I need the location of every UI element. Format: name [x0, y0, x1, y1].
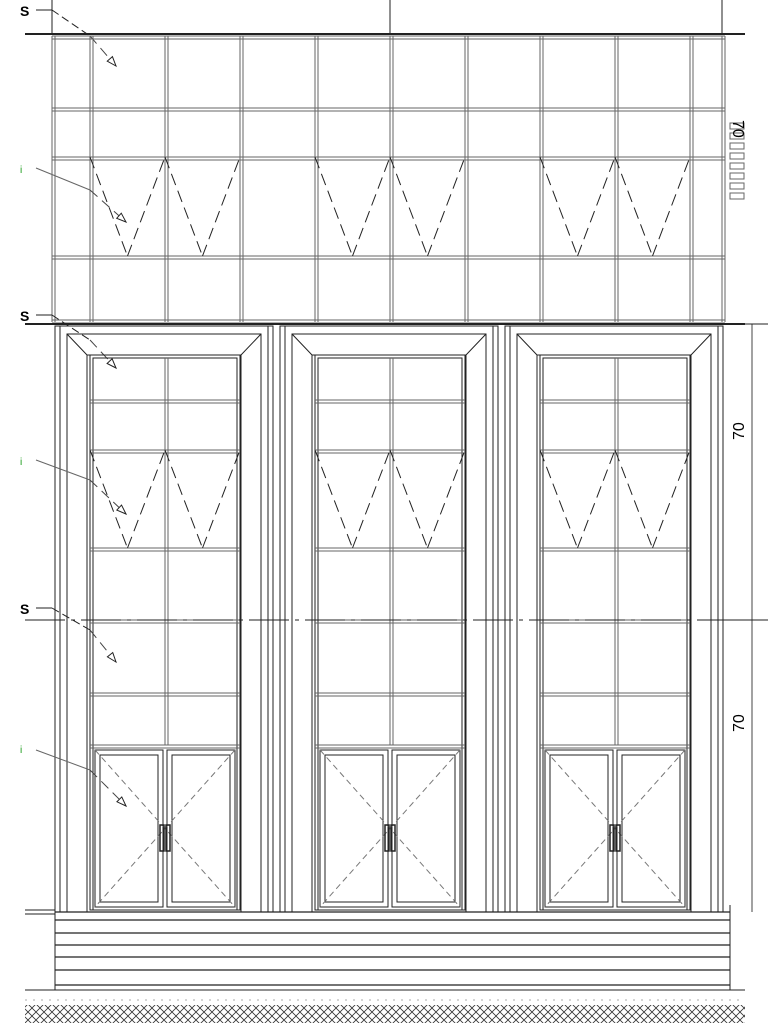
dimension-tick — [729, 132, 745, 140]
opening-indicator — [577, 156, 616, 257]
door-handle-icon — [615, 824, 621, 852]
section-leader — [51, 314, 91, 341]
door-panel-right — [396, 754, 456, 903]
arrow-head-icon — [106, 357, 117, 370]
door-handle-icon — [609, 824, 615, 852]
section-marker-lower: S — [20, 601, 29, 617]
door-handle-icon — [165, 824, 171, 852]
opening-indicator — [389, 156, 428, 257]
opening-indicator — [389, 449, 428, 549]
arrow-head-icon — [106, 651, 117, 664]
leader-line — [35, 459, 91, 481]
dimension-tick — [729, 192, 745, 200]
casing-miter — [66, 333, 262, 356]
leader-arrow — [89, 339, 117, 369]
opening-indicator — [352, 449, 391, 549]
section-leader — [51, 607, 91, 631]
leader-line — [35, 167, 91, 191]
dimension-tick — [729, 172, 745, 180]
dimension-lower: 70 — [731, 714, 748, 732]
door-leaf-right — [166, 749, 236, 908]
opening-indicator — [539, 449, 578, 549]
door-leaf-right — [391, 749, 461, 908]
casing-miter — [516, 333, 712, 356]
door-swing-indicator — [94, 749, 236, 908]
opening-indicator — [614, 156, 653, 257]
dimension-tick — [729, 182, 745, 190]
dimension-middle: 70 — [731, 422, 748, 440]
opening-indicator — [164, 156, 203, 257]
casing-miter — [291, 333, 487, 356]
opening-indicator — [314, 449, 353, 549]
door-swing-indicator — [319, 749, 461, 908]
leader-line — [35, 749, 91, 771]
door-handle-icon — [390, 824, 396, 852]
door-leaf-right — [616, 749, 686, 908]
door-panel-right — [171, 754, 231, 903]
door-panel-right — [621, 754, 681, 903]
arrow-head-icon — [115, 504, 128, 516]
opening-indicator — [202, 156, 241, 257]
opening-indicator — [539, 156, 578, 257]
opening-indicator — [314, 156, 353, 257]
opening-indicator — [427, 449, 466, 549]
opening-indicator — [164, 449, 203, 549]
opening-indicator — [352, 156, 391, 257]
ground-hatch — [25, 1005, 745, 1023]
opening-indicator — [614, 449, 653, 549]
leader-tag-lower: i — [20, 745, 22, 756]
arrow-head-icon — [116, 796, 128, 808]
leader-arrow — [89, 769, 127, 807]
door-panel-left — [99, 754, 159, 903]
dimension-tick — [729, 142, 745, 150]
opening-indicator — [652, 449, 691, 549]
opening-indicator — [652, 156, 691, 257]
opening-indicator — [127, 449, 166, 549]
door-leaf-left — [94, 749, 164, 908]
door-leaf-left — [544, 749, 614, 908]
dimension-upper: 70 — [729, 120, 746, 138]
section-marker-top: S — [20, 3, 29, 19]
dimension-tick — [729, 152, 745, 160]
opening-indicator — [127, 156, 166, 257]
section-marker-middle: S — [20, 308, 29, 324]
door-handle-icon — [384, 824, 390, 852]
door-leaf-left — [319, 749, 389, 908]
opening-indicator — [577, 449, 616, 549]
dimension-tick — [729, 122, 745, 130]
door-swing-indicator — [544, 749, 686, 908]
arrow-head-icon — [115, 212, 128, 223]
opening-indicator — [89, 449, 128, 549]
door-panel-left — [549, 754, 609, 903]
opening-indicator — [427, 156, 466, 257]
door-handle-icon — [159, 824, 165, 852]
leader-tag-upper: i — [20, 165, 22, 176]
arrow-head-icon — [106, 55, 117, 68]
door-panel-left — [324, 754, 384, 903]
section-leader — [51, 9, 91, 37]
dimension-tick — [729, 162, 745, 170]
leader-tag-middle: i — [20, 457, 22, 468]
opening-indicator — [202, 449, 241, 549]
